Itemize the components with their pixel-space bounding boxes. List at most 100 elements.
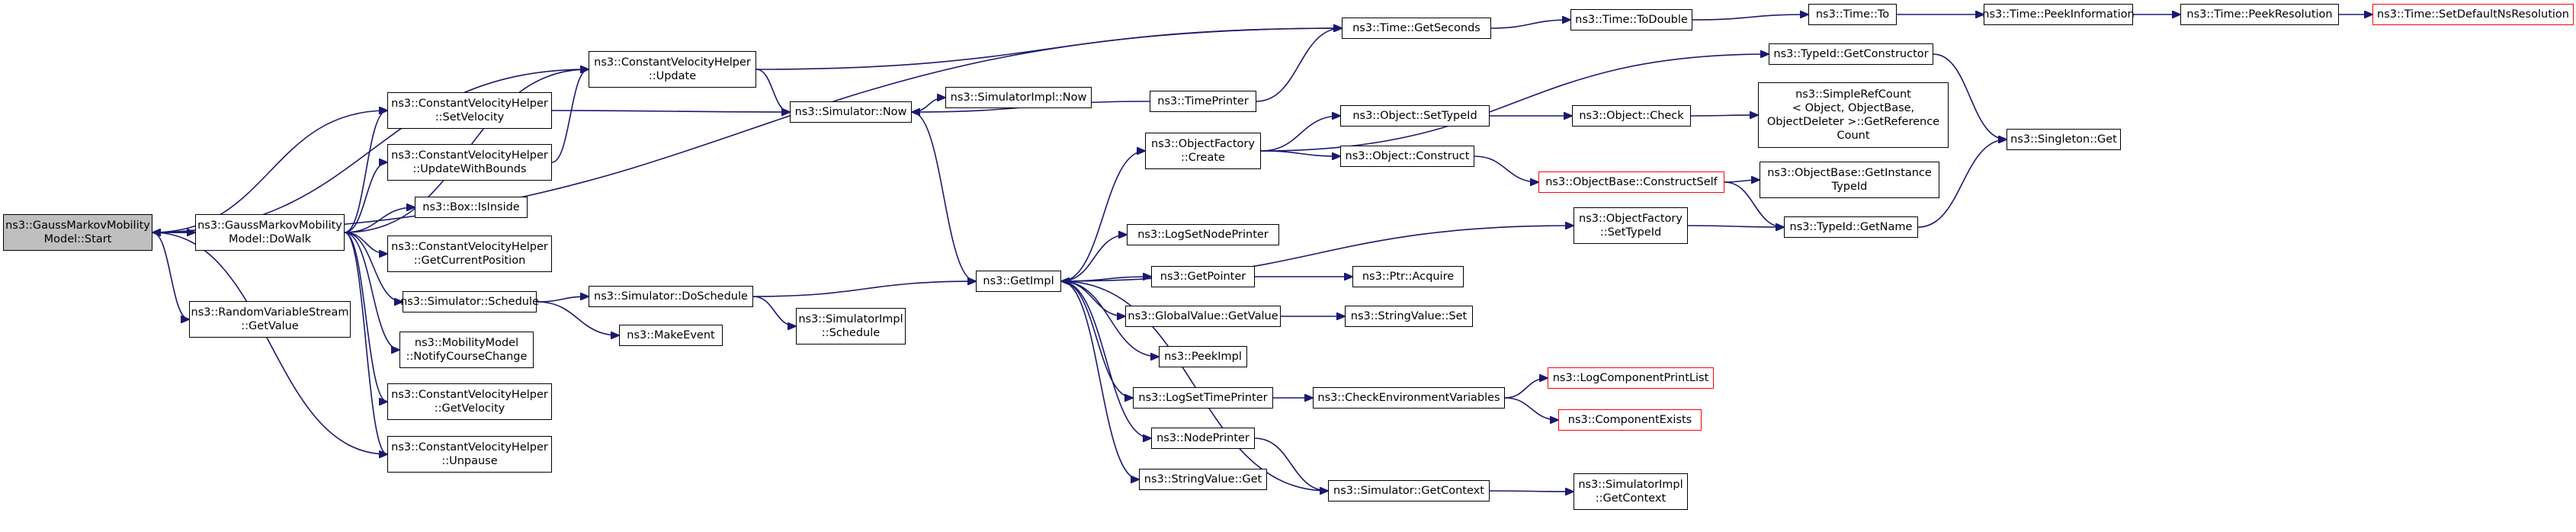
edge-simdoschedule-to-getimpl bbox=[752, 281, 976, 297]
edge-dowalk-to-cvhupdbounds bbox=[344, 162, 387, 233]
node-label: ns3::Simulator::DoSchedule bbox=[594, 290, 748, 303]
node-cvhsetvel[interactable]: ns3::ConstantVelocityHelper::SetVelocity bbox=[387, 92, 552, 129]
node-label: ns3::Time::SetDefaultNsResolution bbox=[2377, 8, 2569, 21]
node-logsetnode[interactable]: ns3::LogSetNodePrinter bbox=[1127, 224, 1279, 245]
node-logsettime[interactable]: ns3::LogSetTimePrinter bbox=[1133, 387, 1273, 409]
edge-start-to-rvsget bbox=[152, 232, 189, 319]
node-objbaseconstruct[interactable]: ns3::ObjectBase::ConstructSelf bbox=[1538, 171, 1724, 193]
node-label: ns3::Object::SetTypeId bbox=[1352, 110, 1477, 122]
node-checkenv[interactable]: ns3::CheckEnvironmentVariables bbox=[1313, 387, 1505, 409]
edge-simschedule-to-simdoschedule bbox=[536, 296, 589, 303]
node-svset[interactable]: ns3::StringValue::Set bbox=[1345, 306, 1473, 327]
node-simimplgetctx[interactable]: ns3::SimulatorImpl::GetContext bbox=[1574, 473, 1688, 510]
node-label: ns3::StringValue::Set bbox=[1350, 310, 1468, 322]
node-simplerefcount[interactable]: ns3::SimpleRefCount< Object, ObjectBase,… bbox=[1758, 82, 1949, 148]
node-cvhunpause[interactable]: ns3::ConstantVelocityHelper::Unpause bbox=[387, 436, 552, 473]
node-compexists[interactable]: ns3::ComponentExists bbox=[1558, 409, 1702, 431]
edge-objbaseconstruct-to-typeidgetname bbox=[1724, 181, 1784, 227]
node-simgetctx[interactable]: ns3::Simulator::GetContext bbox=[1328, 480, 1490, 502]
node-cvhgetvel[interactable]: ns3::ConstantVelocityHelper::GetVelocity bbox=[387, 383, 552, 420]
node-label: ns3::TypeId::GetName bbox=[1789, 221, 1913, 233]
edge-dowalk-to-cvhgetvel bbox=[344, 232, 387, 402]
edge-start-to-cvhsetvel bbox=[152, 111, 387, 233]
edge-cvhupdate-to-timegetsec bbox=[755, 28, 1342, 70]
edge-timeprinter-to-timegetsec bbox=[1256, 28, 1342, 102]
edge-cvhupdbounds-to-cvhupdate bbox=[551, 69, 589, 163]
edge-simgetctx-to-simimplgetctx bbox=[1489, 491, 1574, 492]
node-makeevent[interactable]: ns3::MakeEvent bbox=[619, 325, 723, 346]
node-typeidgetname[interactable]: ns3::TypeId::GetName bbox=[1784, 216, 1918, 238]
node-gvgetvalue[interactable]: ns3::GlobalValue::GetValue bbox=[1125, 306, 1281, 327]
node-getpointer[interactable]: ns3::GetPointer bbox=[1151, 266, 1255, 287]
node-getimpl[interactable]: ns3::GetImpl bbox=[976, 271, 1061, 292]
node-label: ns3::LogSetNodePrinter bbox=[1137, 229, 1269, 241]
edge-dowalk-to-mobnotify bbox=[344, 232, 399, 350]
node-cvhupdbounds[interactable]: ns3::ConstantVelocityHelper::UpdateWithB… bbox=[387, 144, 552, 181]
edge-getimpl-to-logsettime bbox=[1060, 280, 1133, 398]
edge-simnow-to-getimpl bbox=[911, 111, 976, 281]
node-cvhupdate[interactable]: ns3::ConstantVelocityHelper::Update bbox=[589, 51, 756, 88]
node-label: ns3::ConstantVelocityHelper bbox=[391, 441, 548, 453]
node-timetodouble[interactable]: ns3::Time::ToDouble bbox=[1570, 9, 1692, 30]
node-simschedule[interactable]: ns3::Simulator::Schedule bbox=[400, 291, 539, 312]
node-rvsget[interactable]: ns3::RandomVariableStream::GetValue bbox=[189, 301, 351, 338]
node-label: ns3::ObjectBase::GetInstance bbox=[1767, 167, 1932, 179]
node-objfcreate[interactable]: ns3::ObjectFactory::Create bbox=[1145, 133, 1261, 169]
edge-getimpl-to-svget bbox=[1060, 280, 1139, 479]
node-simimplnow[interactable]: ns3::SimulatorImpl::Now bbox=[945, 87, 1092, 108]
node-label: ns3::ConstantVelocityHelper bbox=[391, 149, 548, 162]
node-logcompprint[interactable]: ns3::LogComponentPrintList bbox=[1548, 367, 1714, 389]
node-nodeprinter[interactable]: ns3::NodePrinter bbox=[1151, 428, 1255, 449]
node-objconstruct[interactable]: ns3::Object::Construct bbox=[1340, 146, 1474, 167]
edge-timetodouble-to-timeto bbox=[1692, 14, 1808, 21]
node-label: ns3::Ptr::Acquire bbox=[1362, 271, 1455, 283]
node-singletonget[interactable]: ns3::Singleton::Get bbox=[2007, 129, 2121, 150]
node-simdoschedule[interactable]: ns3::Simulator::DoSchedule bbox=[589, 286, 753, 307]
node-simnow[interactable]: ns3::Simulator::Now bbox=[790, 101, 912, 123]
node-label: < Object, ObjectBase, bbox=[1792, 102, 1915, 114]
node-label: ns3::MobilityModel bbox=[414, 337, 519, 349]
node-timesetdef[interactable]: ns3::Time::SetDefaultNsResolution bbox=[2372, 4, 2574, 25]
edge-checkenv-to-logcompprint bbox=[1504, 378, 1548, 399]
edge-simgetctx-to-getimpl bbox=[1061, 281, 1329, 492]
node-label: ::Unpause bbox=[441, 455, 498, 467]
node-mobnotify[interactable]: ns3::MobilityModel::NotifyCourseChange bbox=[399, 332, 534, 368]
node-label: ::GetContext bbox=[1595, 492, 1667, 505]
node-label: ns3::TypeId::GetConstructor bbox=[1773, 48, 1929, 60]
node-timegetsec[interactable]: ns3::Time::GetSeconds bbox=[1342, 18, 1491, 39]
node-ptracquire[interactable]: ns3::Ptr::Acquire bbox=[1352, 266, 1464, 287]
edge-objcheck-to-simplerefcount bbox=[1690, 115, 1758, 116]
node-label: ns3::Time::PeekInformation bbox=[1982, 8, 2135, 21]
node-objcheck[interactable]: ns3::Object::Check bbox=[1572, 105, 1691, 127]
node-label: ::GetCurrentPosition bbox=[413, 255, 526, 267]
node-label: ::SetTypeId bbox=[1599, 226, 1662, 239]
edge-nodeprinter-to-simgetctx bbox=[1254, 437, 1328, 491]
node-objsettypeid[interactable]: ns3::Object::SetTypeId bbox=[1340, 105, 1490, 127]
node-timeprinter[interactable]: ns3::TimePrinter bbox=[1150, 91, 1256, 112]
node-label: Model::DoWalk bbox=[228, 233, 312, 245]
edge-objfsettypeid-to-typeidgetname bbox=[1687, 226, 1784, 227]
node-label: TypeId bbox=[1831, 181, 1868, 193]
node-simimplschedule[interactable]: ns3::SimulatorImpl::Schedule bbox=[796, 308, 906, 345]
edge-simnow-to-simimplnow bbox=[911, 98, 945, 113]
node-timeto[interactable]: ns3::Time::To bbox=[1808, 4, 1897, 25]
edge-cvhsetvel-to-simnow bbox=[551, 111, 790, 112]
node-peekimpl[interactable]: ns3::PeekImpl bbox=[1159, 346, 1247, 367]
node-cvhgetpos[interactable]: ns3::ConstantVelocityHelper::GetCurrentP… bbox=[387, 236, 552, 272]
node-timepeekinfo[interactable]: ns3::Time::PeekInformation bbox=[1982, 4, 2135, 25]
node-timepeekres[interactable]: ns3::Time::PeekResolution bbox=[2180, 4, 2339, 25]
node-typeidgetctor[interactable]: ns3::TypeId::GetConstructor bbox=[1769, 43, 1933, 65]
node-label: ns3::RandomVariableStream bbox=[191, 306, 349, 319]
edge-objfcreate-to-objsettypeid bbox=[1260, 116, 1340, 152]
node-boxinside[interactable]: ns3::Box::IsInside bbox=[415, 197, 528, 218]
node-label: ns3::Object::Construct bbox=[1345, 150, 1470, 162]
node-label: ns3::SimulatorImpl bbox=[1578, 479, 1683, 491]
node-label: ns3::PeekImpl bbox=[1164, 351, 1242, 363]
edge-objconstruct-to-objbaseconstruct bbox=[1474, 155, 1538, 182]
node-objfsettypeid[interactable]: ns3::ObjectFactory::SetTypeId bbox=[1574, 207, 1688, 244]
node-svget[interactable]: ns3::StringValue::Get bbox=[1139, 469, 1267, 490]
